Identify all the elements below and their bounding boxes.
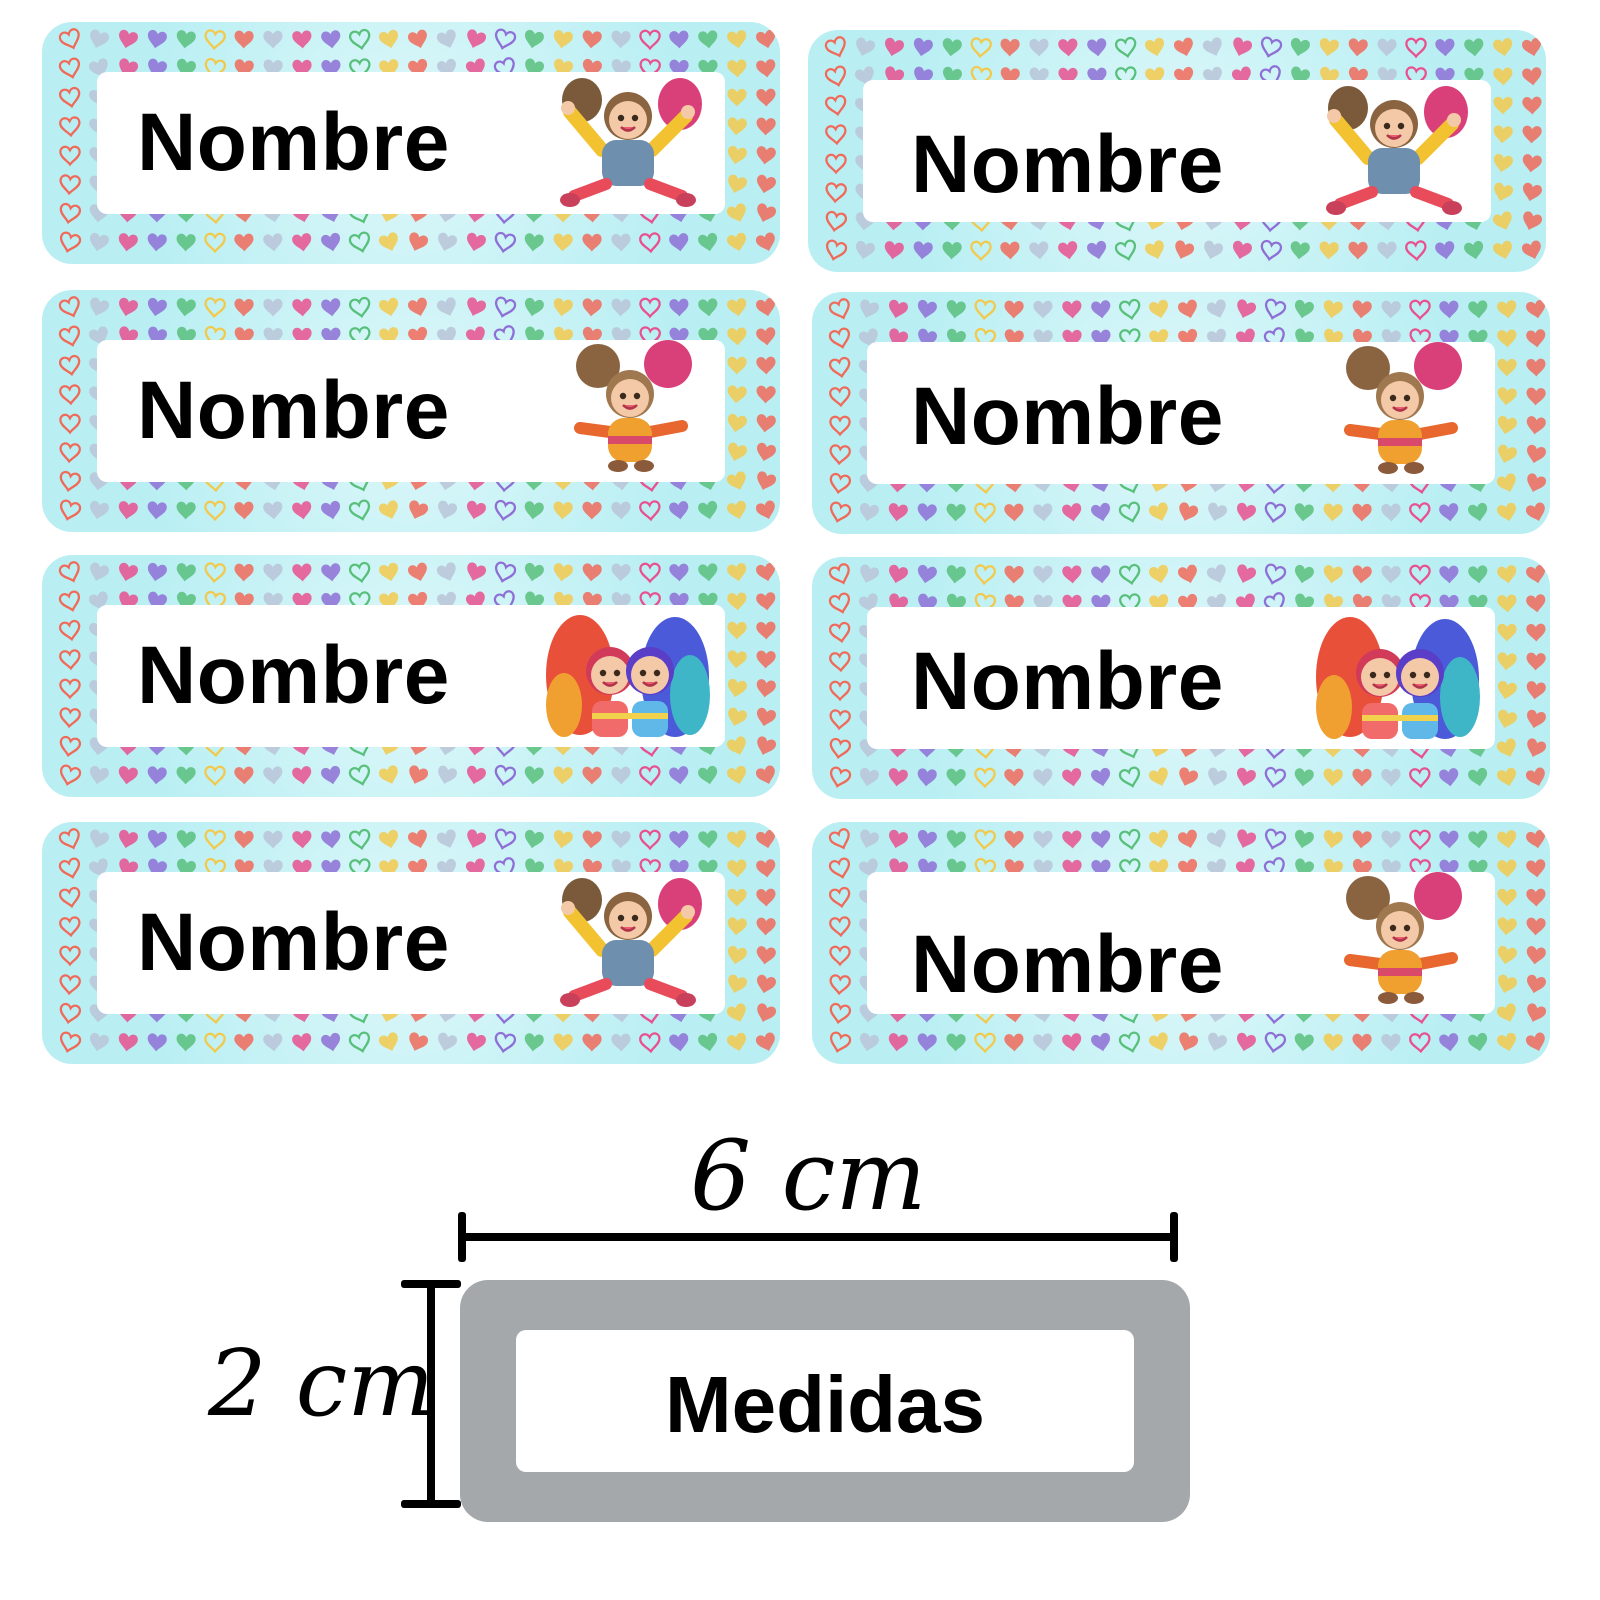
label-name-text: Nombre [137,365,450,456]
name-label-1: Nombre [42,22,780,264]
label-white-panel: Nombre [97,340,725,482]
name-label-4: Nombre [812,292,1550,534]
name-label-3: Nombre [42,290,780,532]
height-dimension-label: 2 cm [208,1330,435,1437]
sample-label-outline: Medidas [460,1280,1190,1522]
label-white-panel: Nombre [867,872,1495,1014]
name-label-5: Nombre [42,555,780,797]
label-name-text: Nombre [137,630,450,721]
sample-label-text: Medidas [664,1360,986,1449]
height-dimension-line [427,1282,435,1504]
label-white-panel: Nombre [867,607,1495,749]
label-name-text: Nombre [911,636,1224,727]
girl-pigtails-illustration [1310,342,1485,484]
label-name-text: Nombre [911,919,1224,1010]
name-label-8: Nombre [812,822,1550,1064]
name-label-7: Nombre [42,822,780,1064]
label-white-panel: Nombre [97,872,725,1014]
label-name-text: Nombre [911,371,1224,462]
sample-label-panel: Medidas [516,1330,1134,1472]
label-white-panel: Nombre [867,342,1495,484]
label-name-text: Nombre [911,119,1224,210]
girl-peace-sign-illustration [1306,80,1481,222]
label-name-text: Nombre [137,97,450,188]
two-girls-rainbow-illustration [540,605,715,747]
height-dimension-cap-top [401,1280,461,1288]
label-name-text: Nombre [137,897,450,988]
height-dimension-cap-bottom [401,1500,461,1508]
label-white-panel: Nombre [97,72,725,214]
girl-peace-sign-illustration [540,72,715,214]
width-dimension-line [458,1233,1178,1241]
two-girls-rainbow-illustration [1310,607,1485,749]
hearts-pattern [812,557,1550,799]
girl-pigtails-illustration [540,340,715,482]
name-label-2: Nombre [808,30,1546,272]
girl-peace-sign-illustration [540,872,715,1014]
name-label-6: Nombre [812,557,1550,799]
width-dimension-cap-right [1170,1212,1178,1262]
girl-pigtails-illustration [1310,872,1485,1014]
label-white-panel: Nombre [863,80,1491,222]
label-white-panel: Nombre [97,605,725,747]
width-dimension-cap-left [458,1212,466,1262]
width-dimension-label: 6 cm [690,1120,927,1232]
